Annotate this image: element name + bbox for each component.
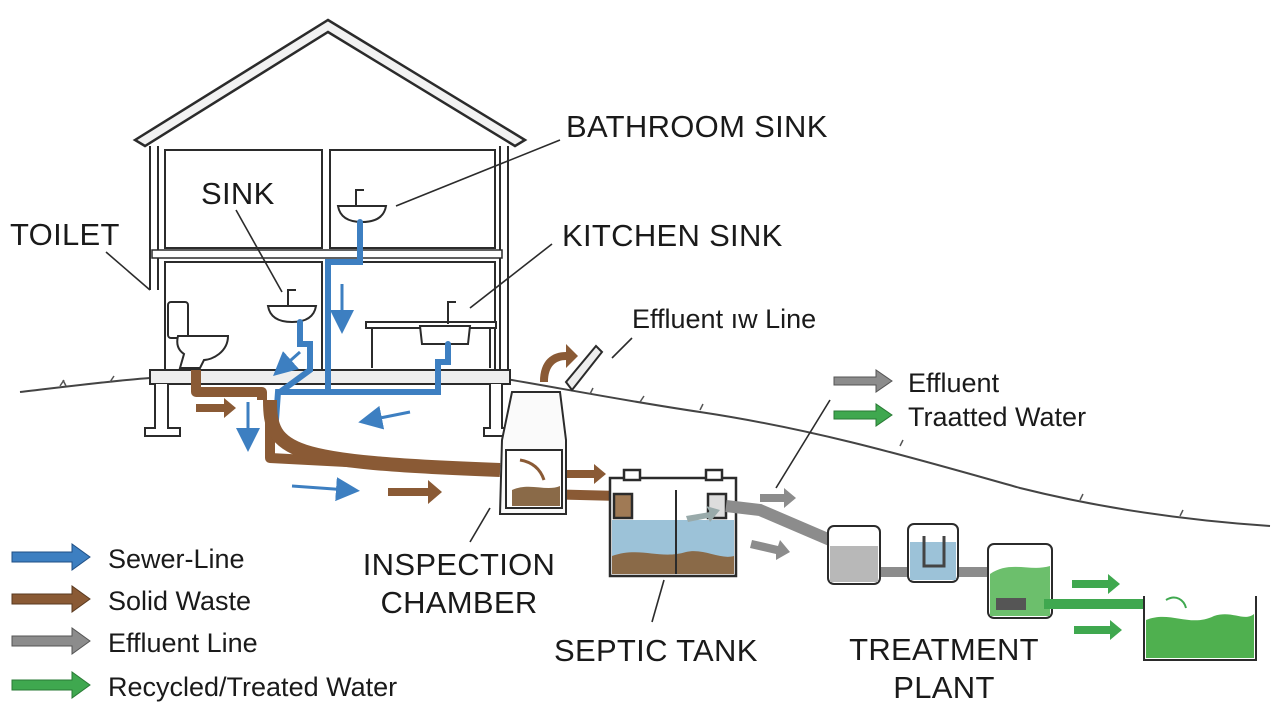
label-effluent-line: Effluent ıw Line (632, 304, 817, 334)
leader-lines (105, 139, 831, 623)
legend-item-solid-waste: Solid Waste (10, 582, 470, 618)
label-septic-tank: SEPTIC TANK (554, 633, 758, 668)
kitchen-sink-fixture (365, 301, 497, 368)
toilet-fixture (167, 301, 230, 369)
legend-label: Effluent Line (108, 628, 258, 658)
downstairs-sink (266, 289, 318, 324)
septic-tank (608, 468, 738, 578)
gray-arrow-icon (833, 369, 893, 393)
legend-item-sewer-line: Sewer-Line (10, 540, 470, 576)
brown-arrow-icon (11, 585, 91, 613)
label-bathroom-sink: BATHROOM SINK (566, 109, 828, 144)
label-chamber: CHAMBER (380, 585, 538, 620)
mini-legend-item-treated: Traatted Water (832, 400, 1152, 432)
legend-item-effluent-line: Effluent Line (10, 624, 470, 660)
inspection-chamber (498, 344, 604, 515)
flow-arrows-right (686, 488, 1122, 640)
solid-waste-arrows (196, 344, 606, 504)
legend-label: Sewer-Line (108, 544, 245, 574)
green-arrow-icon (833, 403, 893, 427)
sewer-pipes (273, 219, 451, 423)
gray-arrow-icon (11, 627, 91, 655)
ground-line (19, 377, 1271, 527)
mini-legend-item-effluent: Effluent (832, 366, 1152, 398)
effluent-pipe (725, 500, 990, 577)
recycled-water-pond (1143, 596, 1257, 661)
mini-legend-label: Effluent (908, 368, 1000, 398)
grass-marks (59, 375, 1184, 517)
label-toilet: TOILET (10, 217, 120, 252)
blue-arrow-icon (11, 543, 91, 571)
green-arrow-icon (11, 671, 91, 699)
label-plant: PLANT (893, 670, 995, 705)
treated-water-pipe (1044, 599, 1163, 621)
label-treatment: TREATMENT (849, 632, 1039, 667)
sewer-flow-arrows (236, 284, 411, 502)
legend-label: Solid Waste (108, 586, 252, 616)
label-inspection: INSPECTION (362, 547, 556, 582)
mini-legend-label: Traatted Water (908, 402, 1087, 432)
label-sink: SINK (201, 176, 275, 211)
solid-waste-pipe (191, 370, 621, 501)
legend: Sewer-Line Solid Waste Effluent Line Rec… (10, 540, 470, 710)
legend-label: Recycled/Treated Water (108, 672, 398, 702)
legend-item-recycled-water: Recycled/Treated Water (10, 668, 470, 704)
label-kitchen-sink: KITCHEN SINK (562, 218, 783, 253)
treatment-plant-tanks (827, 523, 1053, 619)
flow-legend-small: Effluent Traatted Water (832, 366, 1152, 436)
